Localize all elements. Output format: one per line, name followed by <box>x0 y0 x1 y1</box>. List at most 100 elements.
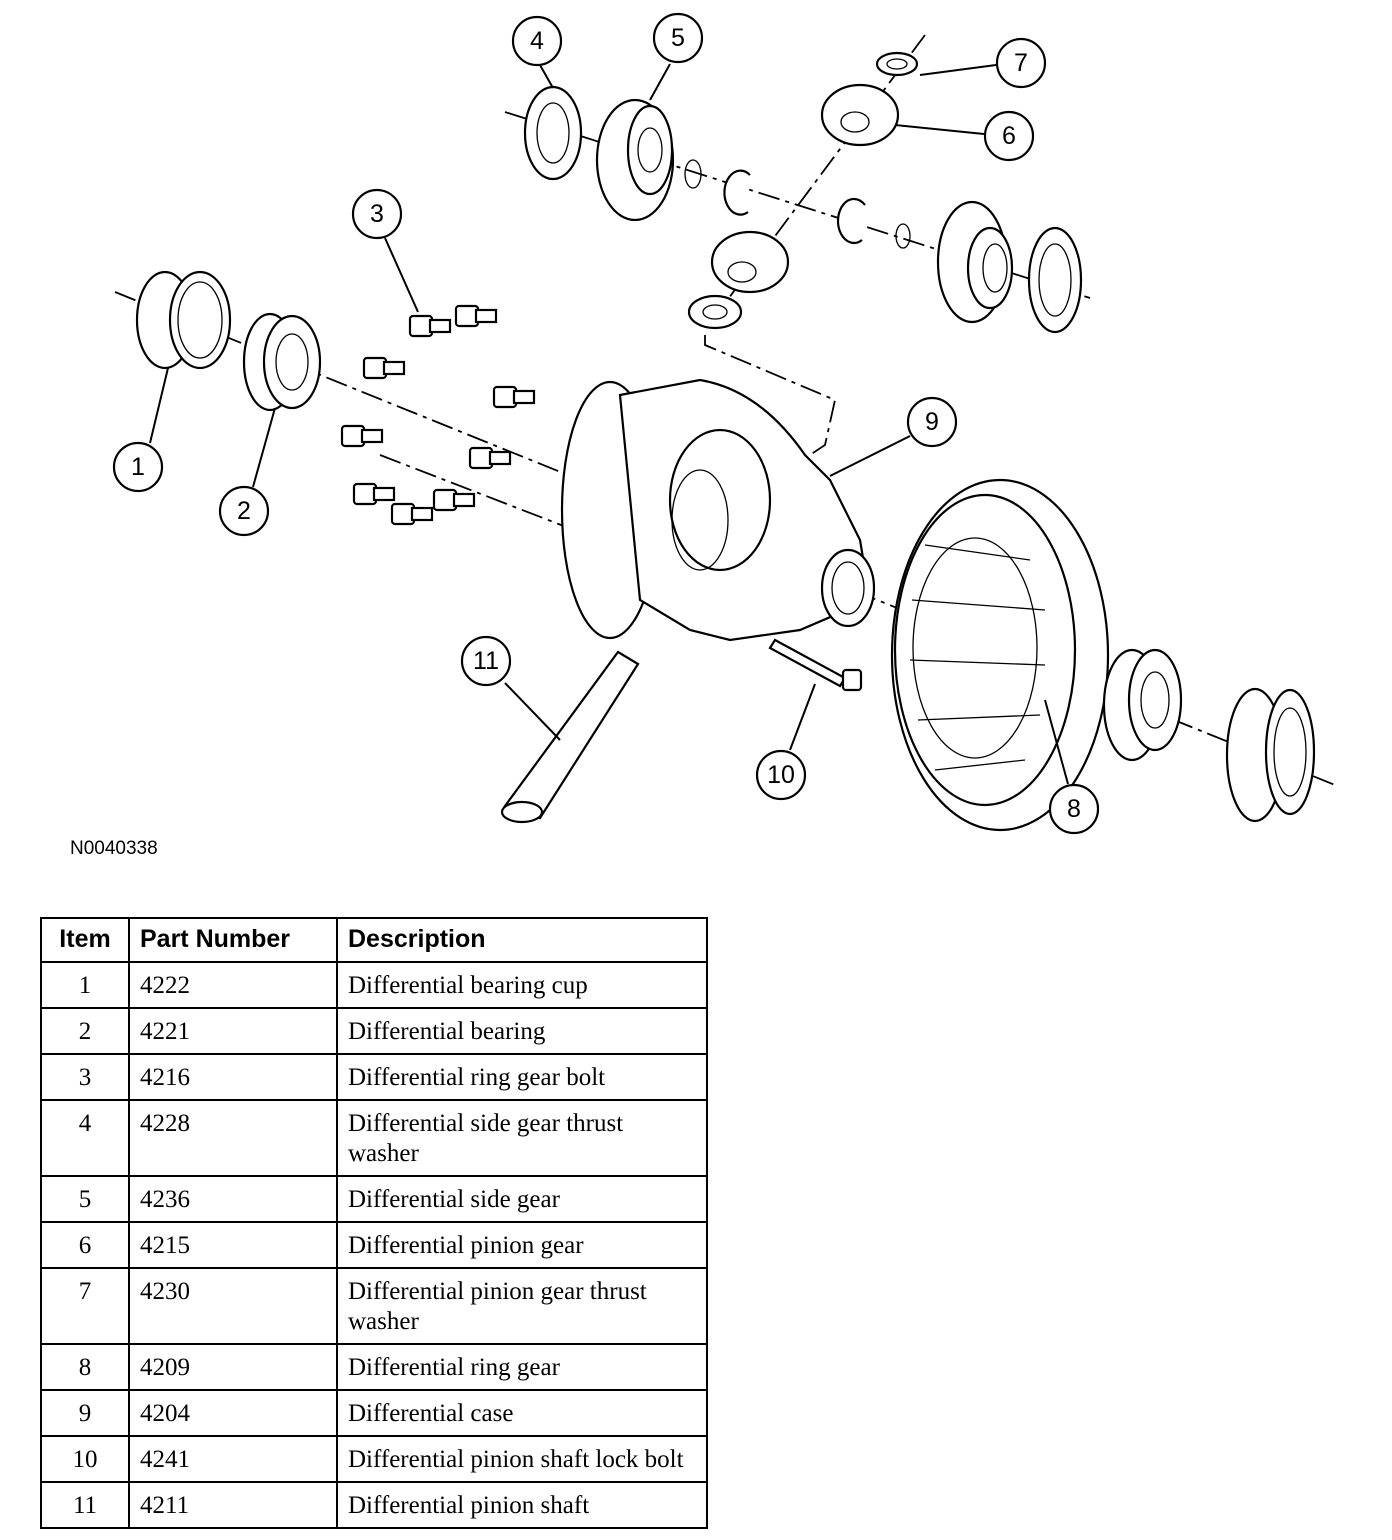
pinion-gear-upper <box>820 83 900 147</box>
header-item: Item <box>40 917 130 963</box>
bearing-cup-left <box>135 270 232 370</box>
side-gear-thrust-washer-right <box>1027 226 1083 334</box>
callout-label: 5 <box>671 24 685 52</box>
cell-part-number: 4215 <box>128 1221 338 1269</box>
leader-9 <box>829 435 911 477</box>
callout-11: 11 <box>460 635 512 687</box>
cell-description: Differential ring gear <box>336 1343 708 1391</box>
ring-clip <box>895 223 911 249</box>
dashed-link <box>704 335 837 456</box>
cell-item: 7 <box>40 1267 130 1345</box>
exploded-diagram: 1 2 3 4 5 6 7 8 9 10 11 <box>112 12 1336 835</box>
c-clip <box>836 197 866 245</box>
cell-item: 9 <box>40 1389 130 1437</box>
cell-part-number: 4204 <box>128 1389 338 1437</box>
callout-label: 3 <box>370 200 384 228</box>
callout-10: 10 <box>755 749 807 801</box>
callout-label: 2 <box>237 497 251 525</box>
callout-label: 6 <box>1002 122 1016 150</box>
leader-6 <box>894 124 985 135</box>
bearing-left <box>242 312 322 412</box>
header-part-number: Part Number <box>128 917 338 963</box>
ring-gear-bolts <box>340 304 536 526</box>
pinion-thrust-washer-upper <box>875 51 919 77</box>
callout-1: 1 <box>112 441 164 493</box>
pinion-gear-lower <box>710 230 790 294</box>
header-description: Description <box>336 917 708 963</box>
cell-description: Differential bearing <box>336 1007 708 1055</box>
cell-description: Differential ring gear bolt <box>336 1053 708 1101</box>
cell-item: 1 <box>40 961 130 1009</box>
callout-label: 4 <box>530 27 544 55</box>
callout-label: 1 <box>131 453 145 481</box>
leader-2 <box>252 407 276 488</box>
callout-7: 7 <box>995 37 1047 89</box>
ring-gear <box>890 478 1110 832</box>
cell-description: Differential side gear thrust washer <box>336 1099 708 1177</box>
bearing-cup-right <box>1225 687 1316 823</box>
callout-3: 3 <box>351 188 403 240</box>
cell-item: 10 <box>40 1435 130 1483</box>
cell-item: 5 <box>40 1175 130 1223</box>
leader-3 <box>384 237 419 313</box>
cell-part-number: 4209 <box>128 1343 338 1391</box>
cell-item: 2 <box>40 1007 130 1055</box>
leader-7 <box>919 64 997 76</box>
callout-9: 9 <box>906 396 958 448</box>
cell-part-number: 4221 <box>128 1007 338 1055</box>
side-gear-right <box>936 200 1014 324</box>
callout-label: 10 <box>767 761 795 789</box>
cell-description: Differential bearing cup <box>336 961 708 1009</box>
cell-part-number: 4236 <box>128 1175 338 1223</box>
cell-part-number: 4241 <box>128 1435 338 1483</box>
callout-8: 8 <box>1048 783 1100 835</box>
leader-1 <box>149 367 169 444</box>
cell-item: 8 <box>40 1343 130 1391</box>
ring-clip <box>684 159 702 189</box>
leader-10 <box>789 683 816 751</box>
pinion-thrust-washer-lower <box>687 294 743 330</box>
cell-part-number: 4230 <box>128 1267 338 1345</box>
cell-item: 4 <box>40 1099 130 1177</box>
differential-case <box>560 378 876 642</box>
cell-item: 11 <box>40 1481 130 1529</box>
cell-part-number: 4222 <box>128 961 338 1009</box>
callout-label: 7 <box>1014 49 1028 77</box>
pinion-shaft <box>500 650 640 824</box>
cell-part-number: 4216 <box>128 1053 338 1101</box>
leader-5 <box>649 63 671 101</box>
cell-description: Differential pinion gear thrust washer <box>336 1267 708 1345</box>
table-header-row: Item Part Number Description <box>40 917 708 963</box>
leader-8 <box>1044 699 1069 785</box>
figure-id: N0040338 <box>70 838 158 859</box>
callout-label: 8 <box>1067 795 1081 823</box>
side-gear-upper <box>595 98 675 222</box>
callout-2: 2 <box>218 485 270 537</box>
leader-11 <box>504 682 561 741</box>
cell-description: Differential side gear <box>336 1175 708 1223</box>
bearing-right <box>1102 648 1183 762</box>
cell-description: Differential pinion gear <box>336 1221 708 1269</box>
pinion-shaft-lock-bolt <box>768 638 863 692</box>
cell-item: 6 <box>40 1221 130 1269</box>
leader-4 <box>539 64 554 89</box>
cell-item: 3 <box>40 1053 130 1101</box>
callout-4: 4 <box>511 15 563 67</box>
callout-5: 5 <box>652 12 704 64</box>
cell-description: Differential pinion shaft <box>336 1481 708 1529</box>
cell-description: Differential pinion shaft lock bolt <box>336 1435 708 1483</box>
callout-6: 6 <box>983 110 1035 162</box>
c-clip <box>723 169 751 216</box>
cell-part-number: 4228 <box>128 1099 338 1177</box>
